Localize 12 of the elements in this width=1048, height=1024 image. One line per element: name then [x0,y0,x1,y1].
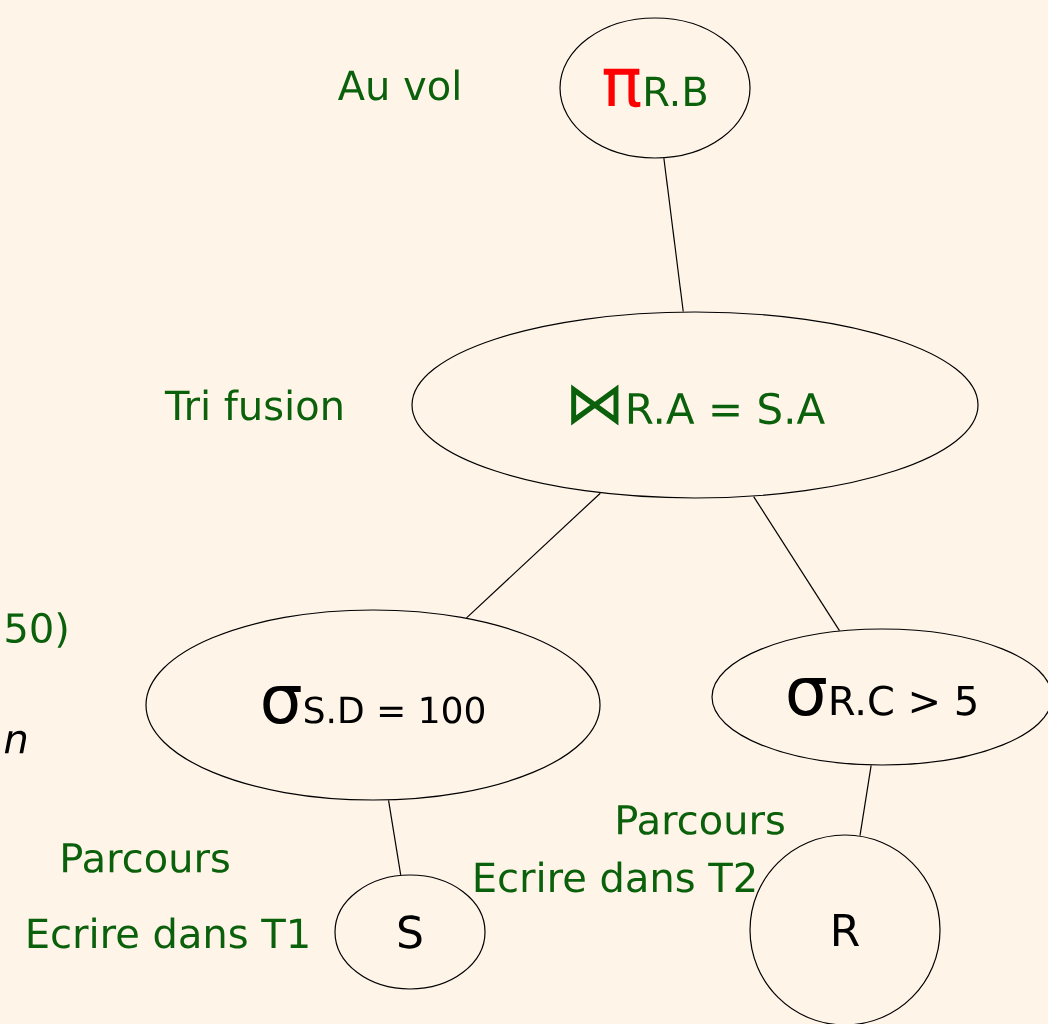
annotation-text: Ecrire dans T1 [28,917,308,949]
tree-line [859,764,872,837]
tree-line [465,492,601,619]
cut-off-text: 50) [6,612,67,648]
annotation-text: Au vol [338,69,459,101]
annotation-text: Parcours [618,805,784,835]
annotation-text: Tri fusion [164,389,342,421]
tree-line [663,157,684,313]
cut-off-text: n [4,730,27,754]
tree-line [387,799,402,876]
annotation-text: Parcours [63,843,229,873]
tree-line [753,495,841,632]
